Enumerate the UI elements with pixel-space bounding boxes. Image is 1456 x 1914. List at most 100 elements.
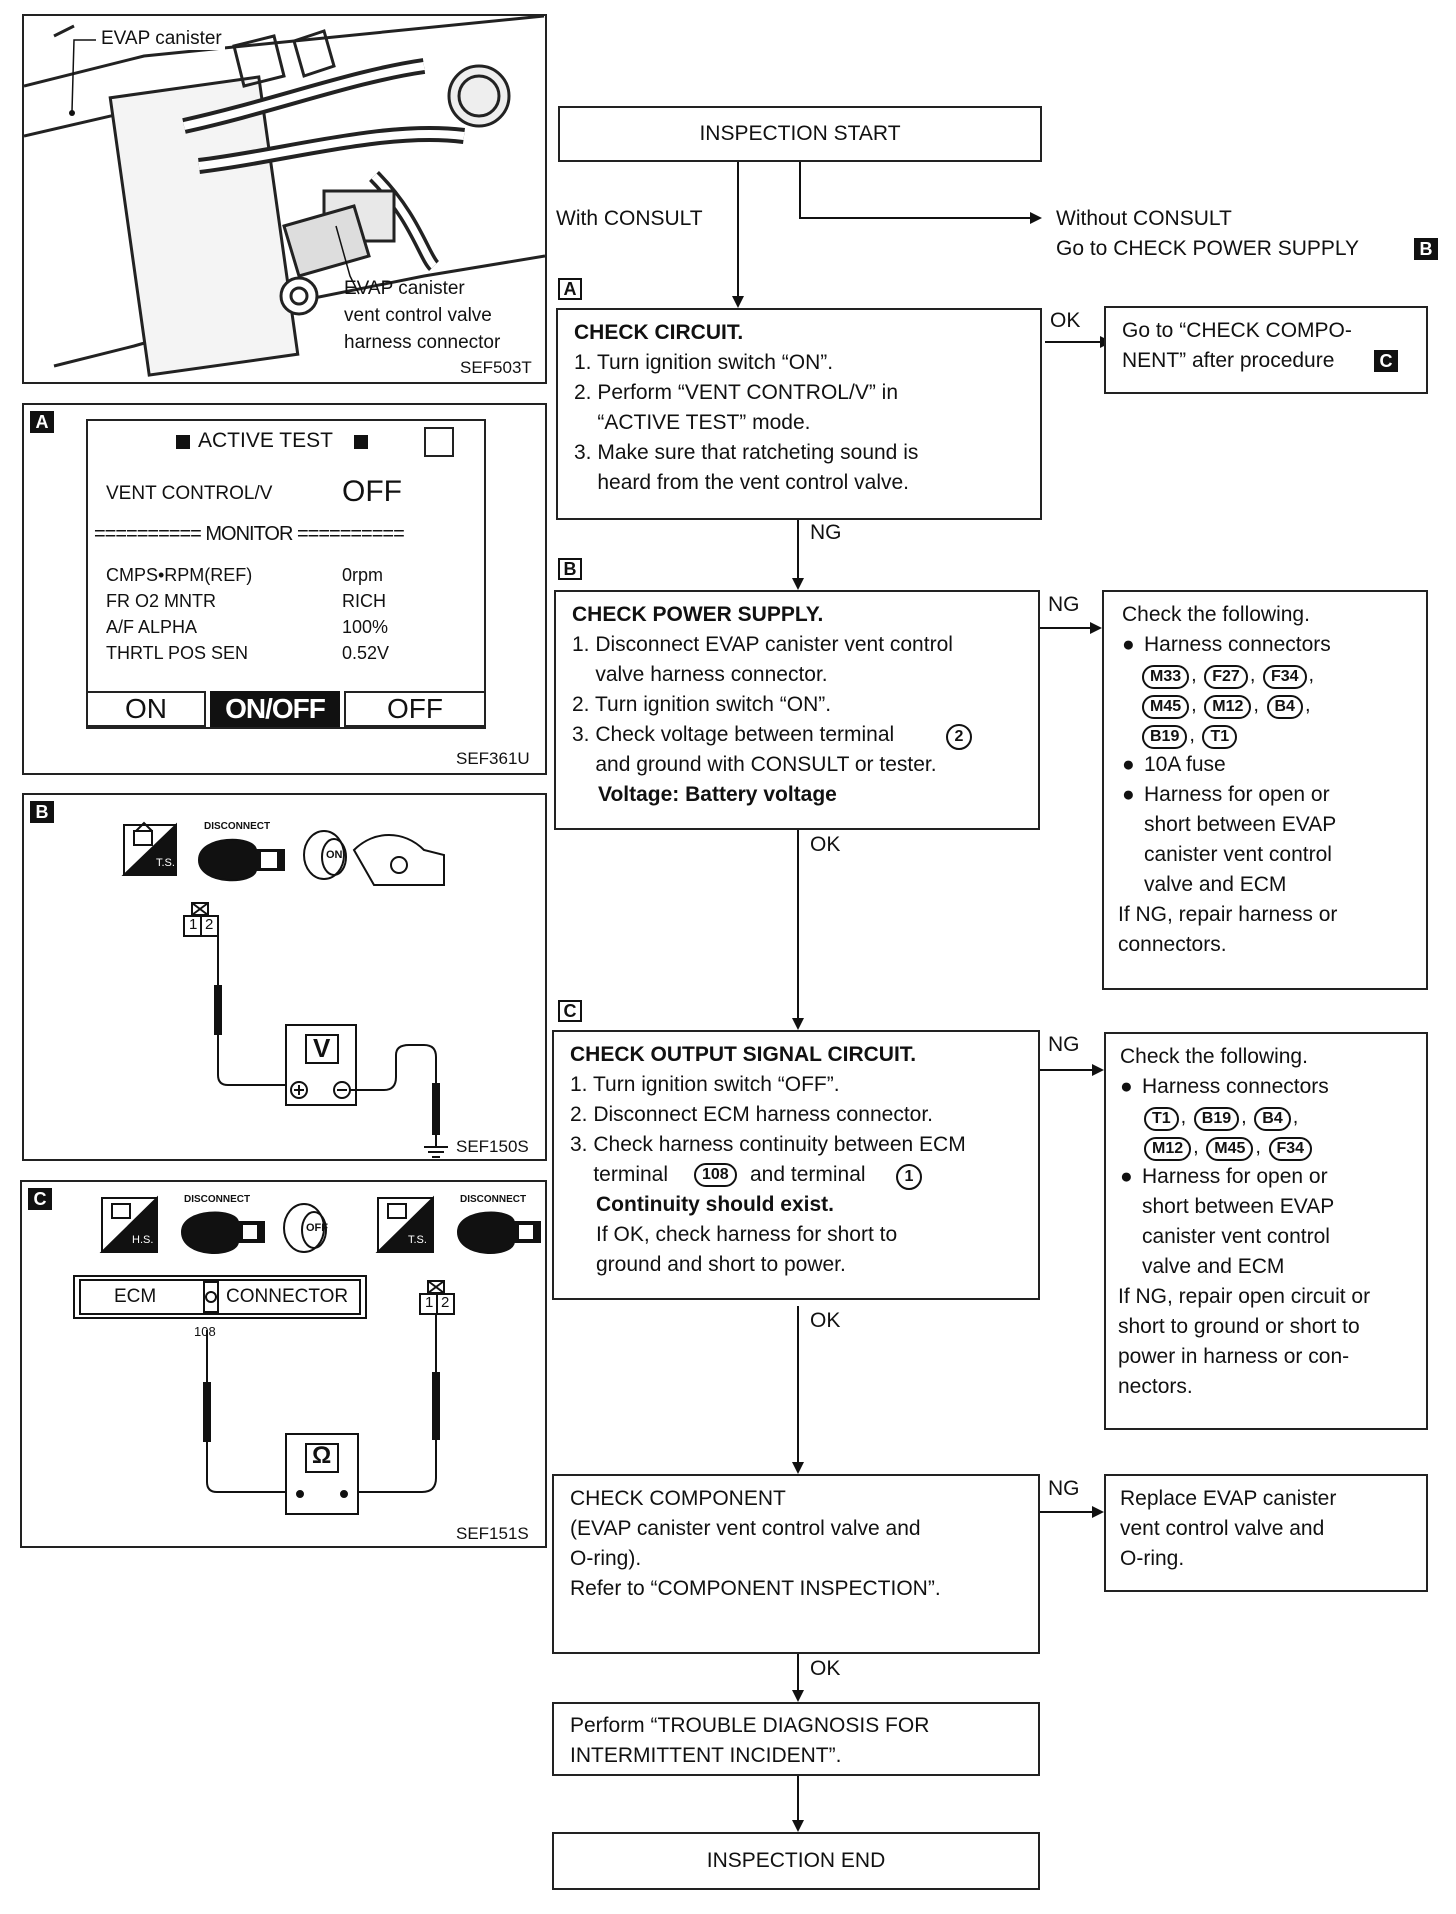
continuity-check-diagram bbox=[73, 1195, 541, 1515]
ts-label: T.S. bbox=[156, 857, 175, 869]
step-b-result-bullet: canister vent control bbox=[1144, 843, 1332, 866]
ignition-off-label: OFF bbox=[306, 1222, 328, 1234]
step-b-result-bullet: valve and ECM bbox=[1144, 873, 1287, 896]
connector-badge: M33 bbox=[1142, 665, 1190, 689]
pin-2: 2 bbox=[205, 916, 214, 933]
monitor-row-name: CMPS•RPM(REF) bbox=[106, 565, 253, 585]
step-a-result-box: Go to “CHECK COMPO- NENT” after procedur… bbox=[1104, 306, 1428, 394]
step-d-ng-label: NG bbox=[1048, 1477, 1080, 1500]
step-d-box: CHECK COMPONENT (EVAP canister vent cont… bbox=[552, 1474, 1040, 1654]
disconnect-label: DISCONNECT bbox=[184, 1194, 251, 1205]
monitor-row-name: A/F ALPHA bbox=[106, 617, 198, 637]
voltmeter-symbol: V bbox=[313, 1033, 331, 1063]
step-a-line: 2. Perform “VENT CONTROL/V” in bbox=[574, 381, 899, 404]
monitor-divider: ========== MONITOR ========== bbox=[94, 523, 405, 545]
bullet-icon: ● bbox=[1122, 753, 1135, 776]
goto-tag-b: B bbox=[1414, 238, 1438, 260]
photo-panel: EVAP canister EVAP canister vent control… bbox=[22, 14, 547, 384]
hs-label: H.S. bbox=[132, 1234, 154, 1246]
step-d-result-line: O-ring. bbox=[1120, 1547, 1185, 1570]
btn-on[interactable]: ON bbox=[86, 691, 206, 727]
label-connector-line2: vent control valve bbox=[344, 305, 492, 326]
step-b-ng-label: NG bbox=[1048, 593, 1080, 616]
label-connector-line3: harness connector bbox=[344, 332, 501, 353]
connector-label: CONNECTOR bbox=[226, 1286, 349, 1307]
panel-b-tag: B bbox=[30, 801, 54, 823]
connector-badge: B4 bbox=[1254, 1107, 1291, 1131]
monitor-row-value: 0.52V bbox=[342, 643, 390, 663]
connector-badge: B19 bbox=[1193, 1107, 1240, 1131]
step-b-result-bullet: 10A fuse bbox=[1144, 753, 1226, 776]
without-consult-goto: Go to CHECK POWER SUPPLY bbox=[1056, 237, 1360, 260]
connector-badge: F27 bbox=[1204, 665, 1248, 689]
bullet-icon: ● bbox=[1122, 633, 1135, 656]
monitor-row-name: FR O2 MNTR bbox=[106, 591, 216, 611]
step-e-line: Perform “TROUBLE DIAGNOSIS FOR bbox=[570, 1714, 930, 1737]
terminal-108-marker: 108 bbox=[694, 1163, 737, 1187]
voltage-check-diagram bbox=[121, 821, 448, 1158]
step-c-result-tail: short to ground or short to bbox=[1118, 1315, 1360, 1338]
step-b-result-tail: connectors. bbox=[1118, 933, 1227, 956]
step-c-line: If OK, check harness for short to bbox=[596, 1223, 898, 1246]
step-c-line: 2. Disconnect ECM harness connector. bbox=[570, 1103, 934, 1126]
ecm-label: ECM bbox=[114, 1286, 157, 1307]
step-c-spec: Continuity should exist. bbox=[596, 1193, 835, 1216]
connector-badge: T1 bbox=[1202, 725, 1238, 749]
step-c-line: ground and short to power. bbox=[596, 1253, 846, 1276]
step-b-result-head: Check the following. bbox=[1122, 603, 1310, 626]
step-d-ok-label: OK bbox=[810, 1657, 841, 1680]
step-c-ok-label: OK bbox=[810, 1309, 841, 1332]
step-a-line: heard from the vent control valve. bbox=[574, 471, 909, 494]
step-d-line: (EVAP canister vent control valve and bbox=[570, 1517, 921, 1540]
disconnect-label: DISCONNECT bbox=[460, 1194, 527, 1205]
step-c-result-tail: nectors. bbox=[1118, 1375, 1193, 1398]
terminal-1-marker: 1 bbox=[896, 1164, 922, 1190]
step-c-result-tail: If NG, repair open circuit or bbox=[1118, 1285, 1371, 1308]
active-test-square-icon bbox=[354, 435, 368, 449]
inspection-end-text: INSPECTION END bbox=[706, 1849, 886, 1872]
monitor-row-name: THRTL POS SEN bbox=[106, 643, 249, 663]
figure-ref: SEF503T bbox=[460, 358, 532, 377]
step-c-result-bullet: valve and ECM bbox=[1142, 1255, 1285, 1278]
step-c-line: 1. Turn ignition switch “OFF”. bbox=[570, 1073, 840, 1096]
btn-off[interactable]: OFF bbox=[344, 691, 486, 727]
connector-row: M12, M45, F34 bbox=[1142, 1134, 1314, 1161]
step-c-result-bullet: Harness for open or bbox=[1142, 1165, 1328, 1188]
step-a-result-line: NENT” after procedure bbox=[1122, 349, 1335, 372]
step-c-line: and terminal bbox=[750, 1163, 866, 1186]
step-c-tag: C bbox=[558, 1000, 582, 1022]
step-c-result-box: Check the following. ● Harness connector… bbox=[1104, 1032, 1428, 1430]
step-c-line: 3. Check harness continuity between ECM bbox=[570, 1133, 966, 1156]
step-c-result-head: Check the following. bbox=[1120, 1045, 1308, 1068]
step-d-line: O-ring). bbox=[570, 1547, 642, 1570]
connector-row: M33, F27, F34, bbox=[1140, 662, 1314, 689]
figure-ref: SEF150S bbox=[456, 1137, 529, 1156]
step-c-result-tail: power in harness or con- bbox=[1118, 1345, 1350, 1368]
step-d-result-line: Replace EVAP canister bbox=[1120, 1487, 1337, 1510]
inspection-end-box: INSPECTION END bbox=[552, 1832, 1040, 1890]
monitor-row-value: RICH bbox=[342, 591, 386, 611]
connector-badge: M12 bbox=[1204, 695, 1252, 719]
step-a-ok-label: OK bbox=[1050, 309, 1081, 332]
disconnect-label: DISCONNECT bbox=[204, 821, 271, 832]
panel-a-active-test: A ACTIVE TEST VENT CONTROL/V OFF =======… bbox=[22, 403, 547, 775]
connector-row: M45, M12, B4, bbox=[1140, 692, 1311, 719]
connector-badge: B19 bbox=[1142, 725, 1188, 749]
step-b-tag: B bbox=[558, 558, 582, 580]
connector-badge: F34 bbox=[1268, 1137, 1313, 1161]
screen-corner-box-icon bbox=[424, 427, 454, 457]
step-c-result-bullet: Harness connectors bbox=[1142, 1075, 1329, 1098]
step-a-ng-label: NG bbox=[810, 521, 842, 544]
without-consult-label: Without CONSULT bbox=[1056, 207, 1232, 230]
pin-2: 2 bbox=[441, 1294, 450, 1311]
panel-c-tag: C bbox=[28, 1188, 52, 1210]
goto-tag-c: C bbox=[1374, 350, 1398, 372]
btn-on-off[interactable]: ON/OFF bbox=[210, 691, 340, 727]
step-b-title: CHECK POWER SUPPLY. bbox=[572, 603, 824, 626]
step-b-line: 3. Check voltage between terminal bbox=[572, 723, 895, 746]
step-a-result-line: Go to “CHECK COMPO- bbox=[1122, 319, 1352, 342]
step-d-line: Refer to “COMPONENT INSPECTION”. bbox=[570, 1577, 941, 1600]
step-b-result-box: Check the following. ● Harness connector… bbox=[1102, 590, 1428, 990]
pin-1: 1 bbox=[425, 1294, 434, 1311]
step-a-title: CHECK CIRCUIT. bbox=[574, 321, 744, 344]
